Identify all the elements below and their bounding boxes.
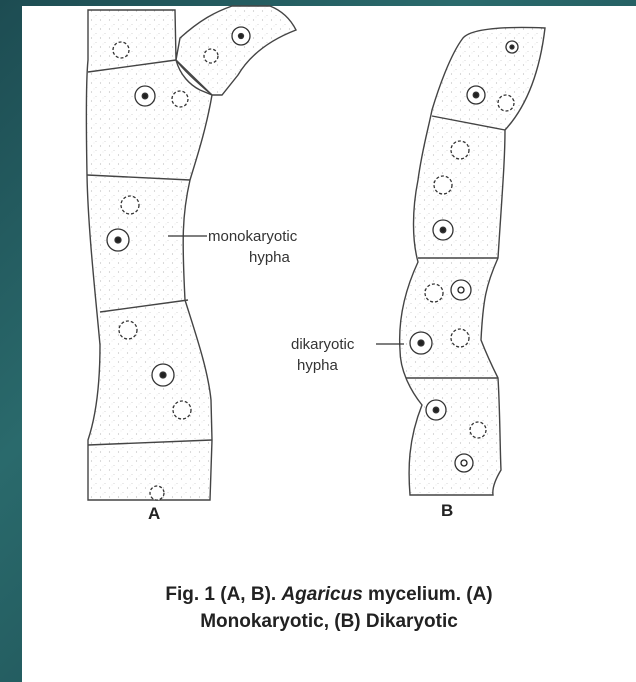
hypha-a-tube <box>86 10 212 500</box>
nucleus <box>113 42 129 58</box>
figure-caption: Fig. 1 (A, B). Agaricus mycelium. (A) Mo… <box>22 581 636 635</box>
di-label-line1: dikaryotic <box>291 336 355 353</box>
nucleus <box>455 454 473 472</box>
nucleus <box>434 176 452 194</box>
caption-line-1: Fig. 1 (A, B). Agaricus mycelium. (A) <box>22 581 636 608</box>
nucleus <box>204 49 218 63</box>
nucleus <box>451 141 469 159</box>
hypha-a-branch <box>176 6 296 95</box>
nucleus <box>498 95 514 111</box>
nucleus <box>121 196 139 214</box>
nucleus <box>470 422 486 438</box>
panel-b-label: B <box>441 501 453 520</box>
panel-a-label: A <box>148 504 160 523</box>
nucleus <box>150 486 164 500</box>
caption-rest: mycelium. (A) <box>368 584 493 605</box>
di-label-line2: hypha <box>297 357 339 374</box>
caption-genus: Agaricus <box>281 584 362 605</box>
caption-line-2: Monokaryotic, (B) Dikaryotic <box>22 608 636 635</box>
nucleus <box>119 321 137 339</box>
nucleus <box>451 280 471 300</box>
caption-prefix: Fig. 1 (A, B). <box>165 584 276 605</box>
mono-label-line1: monokaryotic <box>208 228 298 245</box>
nucleus <box>425 284 443 302</box>
nucleus <box>173 401 191 419</box>
mono-label-line2: hypha <box>249 249 291 266</box>
nucleus <box>172 91 188 107</box>
nucleus <box>451 329 469 347</box>
